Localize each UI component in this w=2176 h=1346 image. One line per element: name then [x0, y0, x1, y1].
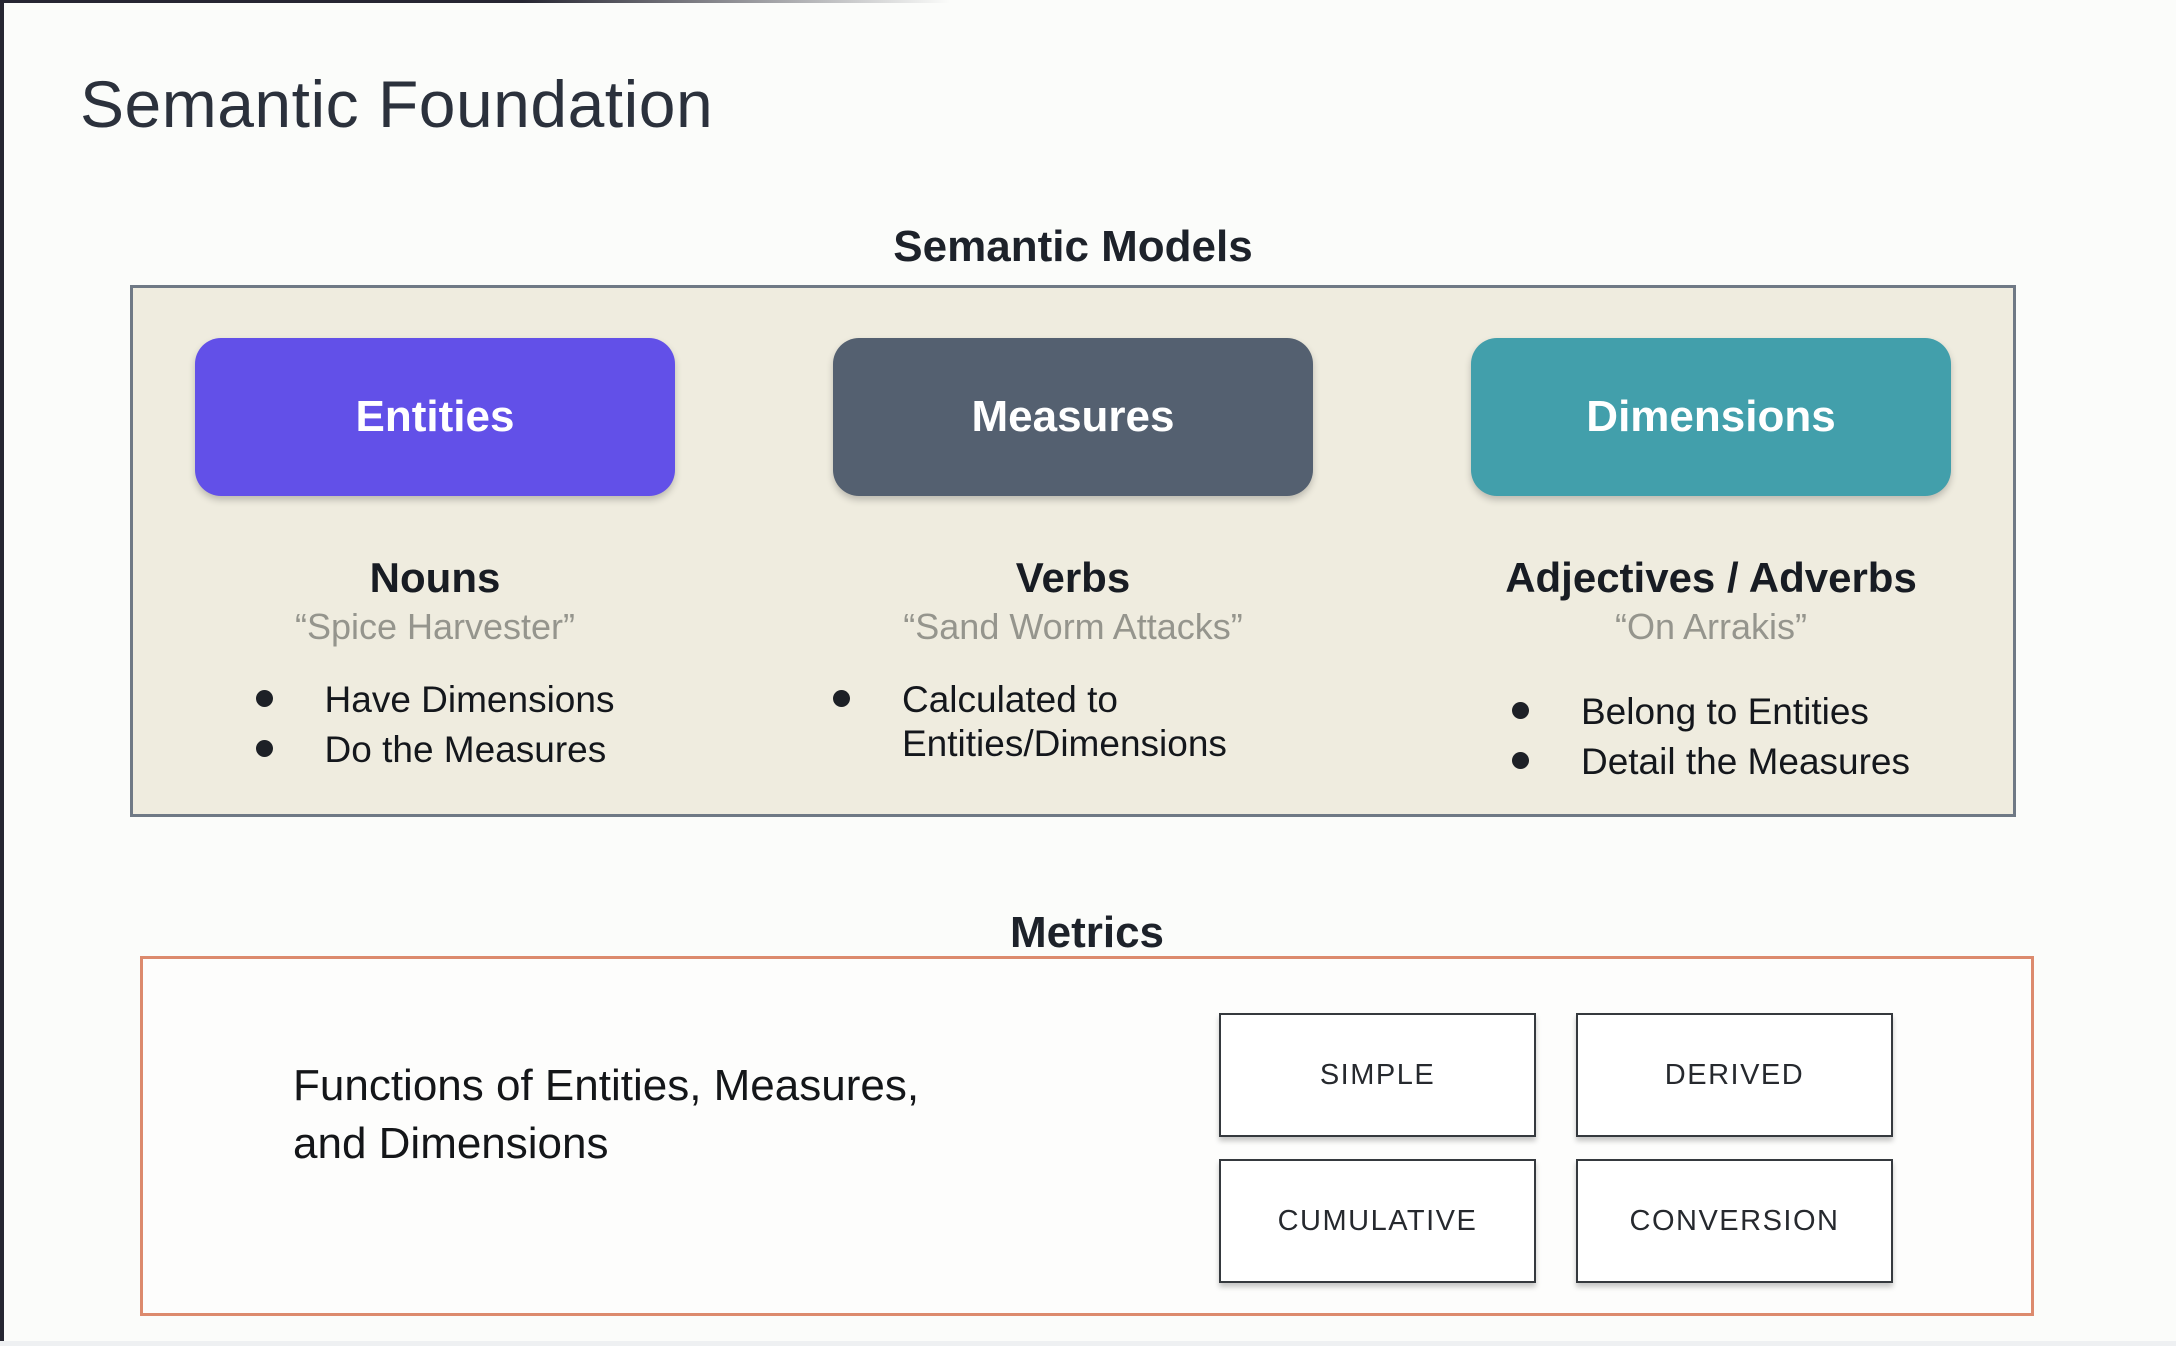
bullet-text: Detail the Measures	[1580, 740, 1911, 782]
measures-pill: Measures	[833, 338, 1313, 496]
metric-type-box-conversion: CONVERSION	[1576, 1159, 1893, 1283]
bullet-text: Do the Measures	[324, 728, 607, 770]
bullet-dot-icon	[255, 739, 273, 757]
bullet-text: Belong to Entities	[1580, 691, 1869, 732]
bullet-dot-icon	[1511, 751, 1529, 769]
bullet-item: Have Dimensions	[255, 678, 615, 722]
bullet-item: Belong to Entities	[1511, 690, 1910, 734]
entities-bullet-list: Have Dimensions Do the Measures	[255, 678, 615, 777]
bullet-item: Do the Measures	[255, 728, 615, 772]
dimensions-column: Dimensions Adjectives / Adverbs “On Arra…	[1471, 338, 1951, 814]
measures-bullet-list: Calculated to Entities/Dimensions	[833, 678, 1313, 771]
page-title: Semantic Foundation	[80, 67, 714, 141]
bullet-item: Detail the Measures	[1511, 740, 1911, 784]
measures-example-quote: “Sand Worm Attacks”	[903, 606, 1243, 647]
semantic-models-panel: Entities Nouns “Spice Harvester” Have Di…	[130, 285, 2016, 817]
bullet-dot-icon	[833, 690, 850, 707]
measures-column: Measures Verbs “Sand Worm Attacks” Calcu…	[833, 338, 1313, 814]
entities-pill: Entities	[195, 338, 675, 496]
bullet-text: Have Dimensions	[324, 679, 615, 720]
metric-type-box-cumulative: CUMULATIVE	[1219, 1159, 1536, 1283]
entities-role-label: Nouns	[369, 554, 501, 601]
window-edge-top	[0, 0, 950, 3]
entities-column: Entities Nouns “Spice Harvester” Have Di…	[195, 338, 675, 814]
bullet-dot-icon	[255, 690, 273, 707]
bullet-item: Calculated to Entities/Dimensions	[833, 678, 1313, 765]
dimensions-pill: Dimensions	[1471, 338, 1951, 496]
metrics-panel: Functions of Entities, Measures, and Dim…	[140, 956, 2034, 1316]
metric-type-grid: SIMPLE DERIVED CUMULATIVE CONVERSION	[1219, 1013, 1893, 1283]
measures-role-label: Verbs	[1015, 554, 1131, 601]
metric-type-box-derived: DERIVED	[1576, 1013, 1893, 1137]
metric-type-box-simple: SIMPLE	[1219, 1013, 1536, 1137]
semantic-models-heading: Semantic Models	[893, 222, 1253, 271]
metrics-description: Functions of Entities, Measures, and Dim…	[293, 1061, 920, 1169]
window-edge-bottom	[0, 1341, 2176, 1346]
bullet-text: Calculated to Entities/Dimensions	[902, 679, 1227, 764]
bullet-dot-icon	[1511, 702, 1529, 719]
metrics-heading: Metrics	[1009, 908, 1165, 957]
window-edge-left	[0, 0, 4, 1346]
dimensions-bullet-list: Belong to Entities Detail the Measures	[1511, 690, 1911, 789]
entities-example-quote: “Spice Harvester”	[294, 606, 576, 647]
dimensions-role-label: Adjectives / Adverbs	[1505, 554, 1917, 601]
dimensions-example-quote: “On Arrakis”	[1614, 606, 1808, 647]
